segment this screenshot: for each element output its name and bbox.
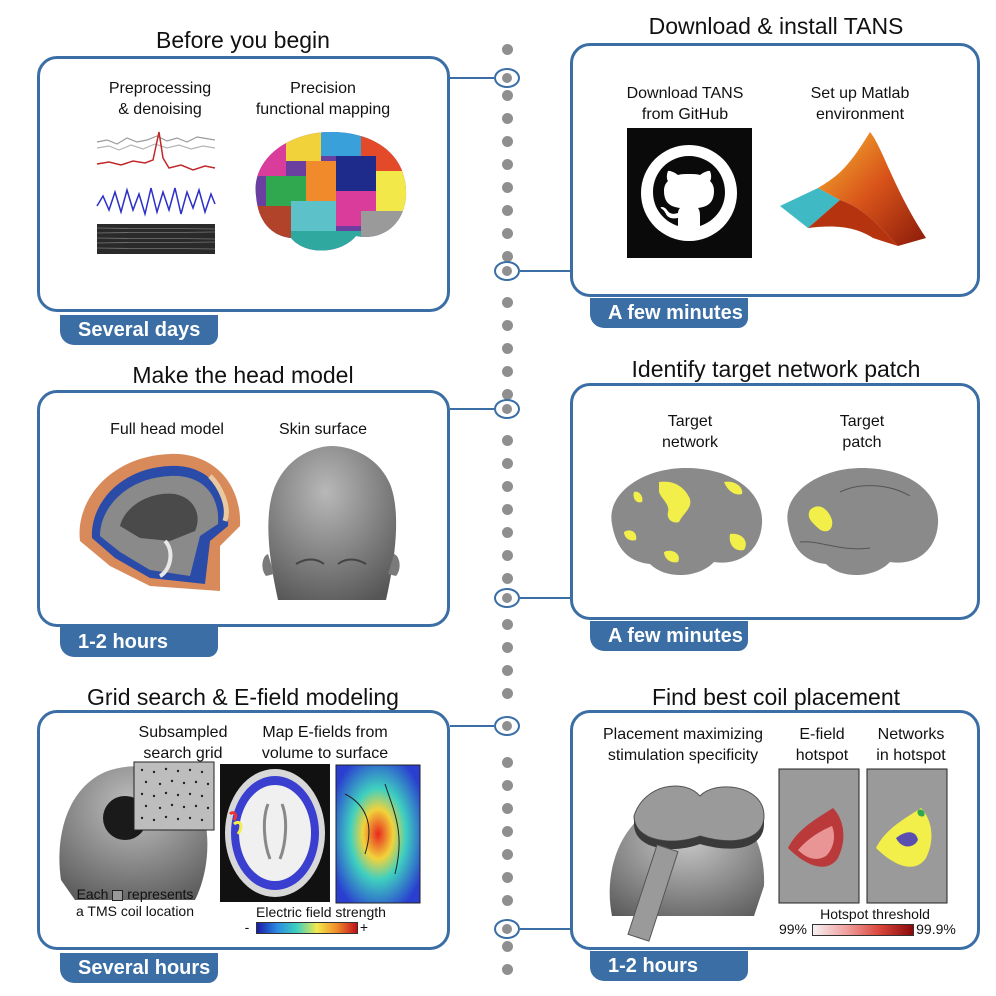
label-threshold-min: 99% [778, 921, 808, 937]
step-title-grid: Grid search & E-field modeling [87, 684, 399, 710]
head-model-image [79, 453, 241, 591]
timeline-dot [502, 619, 513, 630]
step-title-download: Download & install TANS [648, 13, 904, 39]
timeline-dot [502, 757, 513, 768]
timeline-connector [450, 77, 494, 79]
duration-badge-head: 1-2 hours [60, 627, 218, 657]
label-hotspot-threshold: Hotspot threshold [820, 906, 930, 922]
signal-traces-image [96, 131, 216, 254]
github-icon [627, 128, 752, 258]
timeline-dot [502, 964, 513, 975]
label-matlab: Set up Matlab environment [810, 85, 910, 123]
search-grid-image [133, 761, 215, 831]
label-threshold-max: 99.9% [916, 921, 956, 937]
brain-icon [611, 468, 763, 576]
label-each-represents: Each represents [60, 886, 210, 903]
brain-icon [787, 468, 939, 576]
timeline-connector [450, 725, 494, 727]
label-subsampled-grid: Subsampled search grid [138, 724, 228, 762]
label-placement: Placement maximizing stimulation specifi… [602, 726, 764, 764]
networks-hotspot-image [866, 768, 948, 904]
duration-badge-grid: Several hours [60, 953, 218, 983]
timeline-dot [502, 44, 513, 55]
timeline-dot [502, 159, 513, 170]
head-icon [262, 446, 400, 600]
timeline-dot [502, 435, 513, 446]
timeline-dot [502, 481, 513, 492]
timeline-marker [494, 399, 520, 419]
grid-point-icon [112, 889, 124, 901]
brain-axial-slice-image [220, 764, 330, 902]
label-target-patch: Target patch [839, 413, 885, 451]
label-github: Download TANS from GitHub [626, 85, 744, 123]
timeline-dot [502, 389, 513, 400]
step-title-target: Identify target network patch [631, 356, 921, 382]
timeline-dot [502, 297, 513, 308]
matlab-icon [780, 132, 926, 246]
timeline-dot [502, 895, 513, 906]
label-preprocessing: Preprocessing & denoising [108, 80, 212, 118]
brain-icon [255, 132, 407, 251]
label-represents: represents [127, 886, 194, 902]
timeline-dot [502, 803, 513, 814]
label-each: Each [76, 886, 109, 902]
timeline-dot [502, 251, 513, 262]
timeline-dot [502, 320, 513, 331]
timeline-dot [502, 872, 513, 883]
duration-badge-before: Several days [60, 315, 218, 345]
timeline-dot [502, 136, 513, 147]
timeline-dot [502, 688, 513, 699]
duration-badge-download: A few minutes [590, 298, 748, 328]
efield-colorbar [256, 922, 358, 934]
timeline-marker [494, 68, 520, 88]
timeline-dot [502, 941, 513, 952]
timeline-dot [502, 343, 513, 354]
label-tms-coil-location: a TMS coil location [75, 903, 194, 919]
label-efield-hotspot: E-field hotspot [795, 726, 849, 764]
timeline-dot [502, 205, 513, 216]
timeline-dot [502, 665, 513, 676]
timeline-marker [494, 588, 520, 608]
timeline-connector [520, 597, 570, 599]
timeline-dot [502, 366, 513, 377]
timeline-dot [502, 504, 513, 515]
timeline-dot [502, 573, 513, 584]
timeline-dot [502, 849, 513, 860]
timeline-dot [502, 780, 513, 791]
step-title-before: Before you begin [156, 27, 330, 53]
step-title-head: Make the head model [132, 362, 354, 388]
timeline-dot [502, 182, 513, 193]
timeline-dot [502, 458, 513, 469]
label-colorbar-minus: - [244, 919, 250, 935]
label-target-network: Target network [661, 413, 719, 451]
timeline-marker [494, 261, 520, 281]
duration-badge-coil: 1-2 hours [590, 951, 748, 981]
timeline-dot [502, 550, 513, 561]
label-electric-field-strength: Electric field strength [256, 904, 386, 920]
duration-badge-target: A few minutes [590, 621, 748, 651]
hotspot-colorbar [812, 924, 914, 936]
timeline-dot [502, 228, 513, 239]
timeline-dot [502, 90, 513, 101]
efield-hotspot-image [778, 768, 860, 904]
label-full-head: Full head model [110, 421, 224, 438]
timeline-dot [502, 642, 513, 653]
label-functional-mapping: Precision functional mapping [255, 80, 391, 118]
label-skin-surface: Skin surface [278, 421, 368, 438]
coil-icon [609, 785, 765, 942]
label-map-efields: Map E-fields from volume to surface [261, 724, 389, 762]
timeline-dot [502, 826, 513, 837]
timeline-dot [502, 527, 513, 538]
label-networks-hotspot: Networks in hotspot [876, 726, 946, 764]
timeline-connector [520, 928, 570, 930]
timeline-marker [494, 919, 520, 939]
timeline-marker [494, 716, 520, 736]
efield-surface-image [335, 764, 421, 904]
timeline-connector [450, 408, 494, 410]
timeline-dot [502, 113, 513, 124]
step-title-coil: Find best coil placement [651, 684, 900, 710]
timeline-connector [520, 270, 570, 272]
label-colorbar-plus: + [359, 919, 369, 935]
